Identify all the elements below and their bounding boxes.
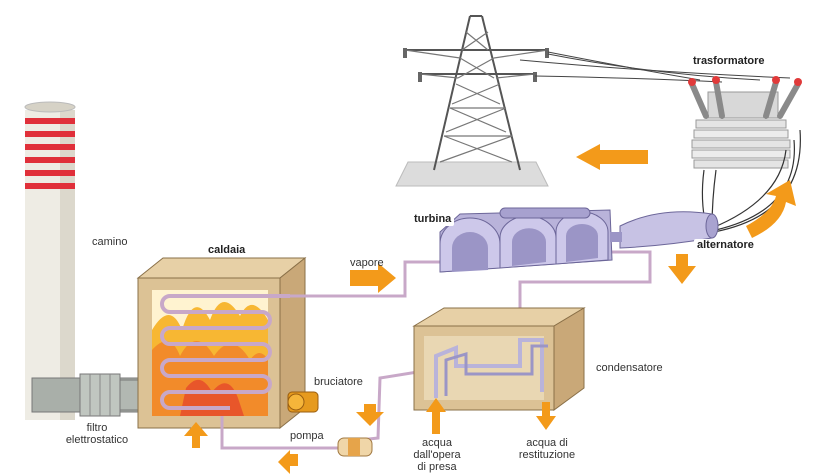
burner-label: bruciatore: [314, 376, 363, 388]
filter-label: filtro elettrostatico: [52, 422, 142, 446]
transformer-label: trasformatore: [690, 55, 768, 68]
condenser: [412, 307, 586, 411]
turbine: [439, 207, 613, 273]
chimney-label: camino: [92, 236, 128, 248]
water-out-label-line2: restituzione: [518, 449, 576, 461]
arrow-left-icon: [278, 450, 298, 474]
pump: [337, 437, 373, 457]
steam-label: vapore: [350, 257, 384, 269]
water-in-label-line1: acqua: [422, 437, 452, 449]
transformer: [688, 76, 802, 233]
arrow-left-icon: [576, 144, 648, 170]
burner: [287, 391, 319, 413]
water-out-label: acqua di restituzione: [510, 437, 584, 461]
transmission-pylon: [395, 15, 791, 187]
arrow-up-icon: [426, 398, 446, 434]
arrow-down-icon: [536, 402, 556, 430]
filter-label-line2: elettrostatico: [65, 434, 129, 446]
arrow-down-icon: [356, 404, 384, 426]
arrow-up-icon: [184, 422, 208, 448]
arrow-down-icon: [668, 254, 696, 284]
alternator: [610, 211, 719, 249]
boiler: [136, 256, 307, 430]
water-in-label-line2: dall'opera: [413, 449, 461, 461]
filter-label-line1: filtro: [86, 422, 108, 434]
water-in-label: acqua dall'opera di presa: [400, 437, 474, 473]
electrostatic-filter: [31, 373, 153, 417]
boiler-label: caldaia: [205, 244, 249, 257]
arrow-right-icon: [350, 263, 396, 293]
pump-label: pompa: [290, 430, 324, 442]
chimney: [24, 101, 76, 420]
arrow-curved-up-icon: [746, 180, 796, 238]
pipes: [220, 250, 652, 450]
water-out-label-line1: acqua di: [526, 437, 568, 449]
water-in-label-line3: di presa: [417, 461, 457, 473]
turbine-label: turbina: [411, 213, 455, 226]
condenser-label: condensatore: [596, 362, 663, 374]
alternator-label: alternatore: [694, 239, 757, 252]
